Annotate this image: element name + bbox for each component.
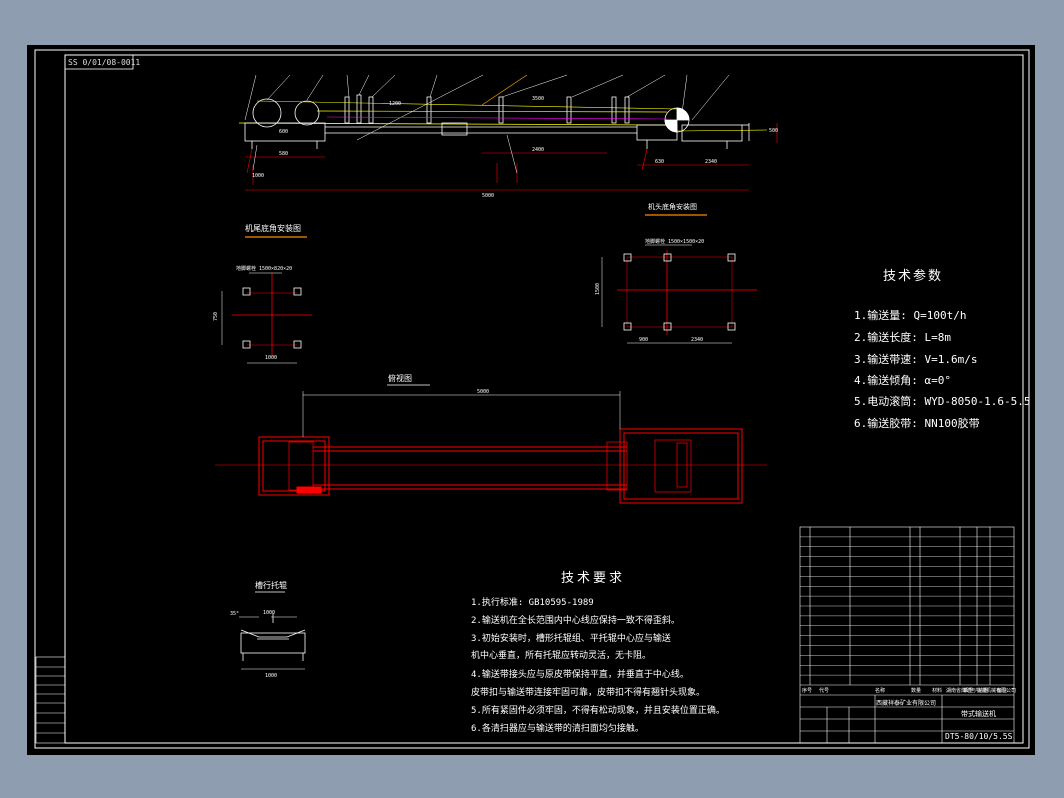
- code-box: [64, 54, 134, 70]
- plan-dim: 5000: [477, 389, 489, 395]
- head-dim-b: 2340: [691, 337, 703, 343]
- dim-d8: 2340: [705, 159, 717, 165]
- dim-d2: 1000: [252, 173, 264, 179]
- drawing-number: DT5-80/10/5.5S: [945, 732, 1013, 741]
- idler-dim2: 1000: [263, 610, 275, 616]
- tail-dim-w: 1000: [265, 355, 277, 361]
- head-bolt-note: 地脚螺栓 1500×1500×20: [645, 238, 704, 245]
- tech-req-6: 6.各清扫器应与输送带的清扫面均匀接触。: [471, 724, 644, 734]
- idler-dim: 1000: [265, 673, 277, 679]
- head-dim-a: 900: [639, 337, 648, 343]
- head-install-view: [601, 244, 757, 344]
- tech-param-3: 3.输送带速: V=1.6m/s: [854, 353, 978, 366]
- bom-table: [799, 526, 1015, 744]
- head-dim-h: 1500: [595, 283, 601, 295]
- idler-view: [239, 613, 306, 670]
- drawing-code: SS 0/01/08-0011: [68, 58, 141, 67]
- tail-install-view: [221, 272, 312, 364]
- product-name: 带式输送机: [961, 710, 996, 718]
- bom-hdr-6: 总重: [978, 687, 988, 694]
- tail-bolt-note: 地脚螺栓 1500×820×20: [236, 265, 292, 272]
- idler-angle: 35°: [230, 611, 239, 617]
- tech-req-4: 4.输送带接头应与原皮带保持平直，并垂直于中心线。: [471, 670, 689, 680]
- inner-frame: [64, 54, 1024, 744]
- tech-reqs-title: 技术要求: [561, 571, 626, 586]
- tech-req-1: 1.执行标准: GB10595-1989: [471, 598, 594, 608]
- dim-d7: 630: [655, 159, 664, 165]
- dim-d5: 600: [279, 129, 288, 135]
- tail-pulley-2: [294, 100, 320, 126]
- tech-param-6: 6.输送胶带: NN100胶带: [854, 417, 980, 430]
- tech-req-3: 3.初始安装时，槽形托辊组、平托辊中心应与输送: [471, 634, 671, 644]
- tech-params-title: 技术参数: [883, 269, 944, 284]
- tail-install-title: 机尾底角安装图: [245, 224, 301, 233]
- dim-d3: 3500: [532, 96, 544, 102]
- plan-view: [215, 391, 767, 504]
- bom-hdr-3: 数量: [911, 687, 921, 694]
- cad-drawing: 580 1200 3500 2400 1000 5000 630 2340 50…: [34, 49, 1030, 749]
- tech-req-2: 2.输送机在全长范围内中心线应保持一致不得歪斜。: [471, 616, 680, 626]
- tech-param-2: 2.输送长度: L=8m: [854, 331, 951, 344]
- tech-param-4: 4.输送倾角: α=0°: [854, 374, 951, 387]
- dim-d1: 580: [279, 151, 288, 157]
- head-install-title: 机头底角安装图: [648, 203, 697, 211]
- tech-req-3b: 机中心垂直，所有托辊应转动灵活，无卡阻。: [471, 651, 652, 661]
- company-2: 湖南省煤矿与物资机械有限公司: [946, 688, 1017, 694]
- idler-title: 槽行托辊: [255, 581, 287, 590]
- tech-param-5: 5.电动滚筒: WYD-8050-1.6-5.5: [854, 395, 1031, 408]
- bom-rows: [800, 536, 1014, 676]
- dim-overall: 5000: [482, 193, 494, 199]
- bom-hdr-0: 序号: [802, 687, 812, 694]
- outer-frame: [34, 49, 1030, 749]
- tech-param-1: 1.输送量: Q=100t/h: [854, 309, 967, 322]
- dim-height: 500: [769, 128, 778, 134]
- drawing-sheet: 580 1200 3500 2400 1000 5000 630 2340 50…: [27, 45, 1035, 755]
- company-1: 西藏祥泰矿业有限公司: [876, 700, 937, 707]
- bom-hdr-4: 材料: [932, 687, 942, 694]
- tail-pulley: [252, 98, 282, 128]
- revision-table: [35, 656, 66, 744]
- tech-req-4b: 皮带扣与输送带连接牢固可靠，皮带扣不得有翘针头现象。: [471, 688, 706, 698]
- dim-d4: 1200: [389, 101, 401, 107]
- bom-hdr-2: 名称: [875, 687, 885, 694]
- bom-hdr-1: 代号: [819, 687, 829, 694]
- bom-hdr-5: 单重: [963, 687, 973, 694]
- tail-dim-h: 750: [213, 312, 219, 321]
- elevation-view: [238, 74, 778, 191]
- bom-hdr-7: 备注: [997, 687, 1007, 694]
- dim-d6: 2400: [532, 147, 544, 153]
- plan-view-title: 俯视图: [388, 374, 412, 383]
- tech-req-5: 5.所有紧固件必须牢固，不得有松动现象，并且安装位置正确。: [471, 706, 725, 716]
